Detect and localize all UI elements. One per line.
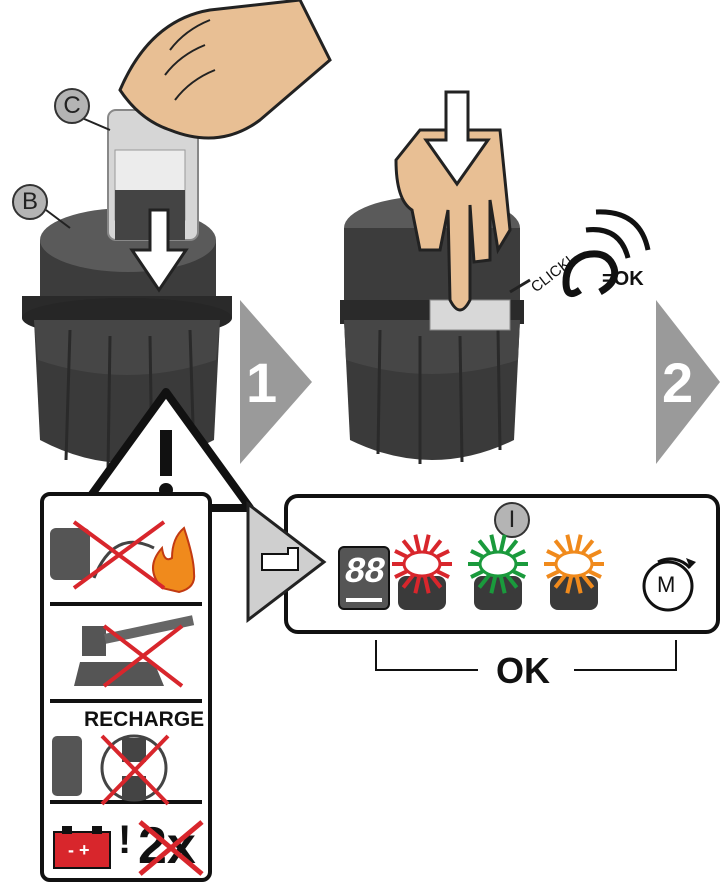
led-indicators <box>392 524 652 624</box>
led-lamp-2 <box>468 535 528 610</box>
step-2-number: 2 <box>662 350 693 415</box>
segment-display: 88 <box>338 546 390 610</box>
segment-display-digits: 88 <box>342 552 386 593</box>
hand-pointer-icon <box>248 504 328 624</box>
car-battery-icon: - + <box>54 826 114 870</box>
exclamation-mark: ! <box>118 818 131 863</box>
no-fire-warning-icon <box>44 508 204 598</box>
no-recharge-warning-icon <box>44 730 204 810</box>
segment-display-bar <box>346 598 382 602</box>
recharge-warning-text: RECHARGE <box>84 708 204 732</box>
limit-2x-cross <box>136 818 206 878</box>
led-lamp-3 <box>544 535 604 610</box>
confirm-ok-text: =OK <box>602 268 644 291</box>
led-lamp-1 <box>392 535 452 610</box>
ok-result-text: OK <box>496 650 550 692</box>
no-hammer-warning-icon <box>44 606 204 696</box>
warning-divider-2 <box>50 699 202 703</box>
svg-text:- +: - + <box>68 840 90 860</box>
mode-symbol: M <box>657 572 675 598</box>
